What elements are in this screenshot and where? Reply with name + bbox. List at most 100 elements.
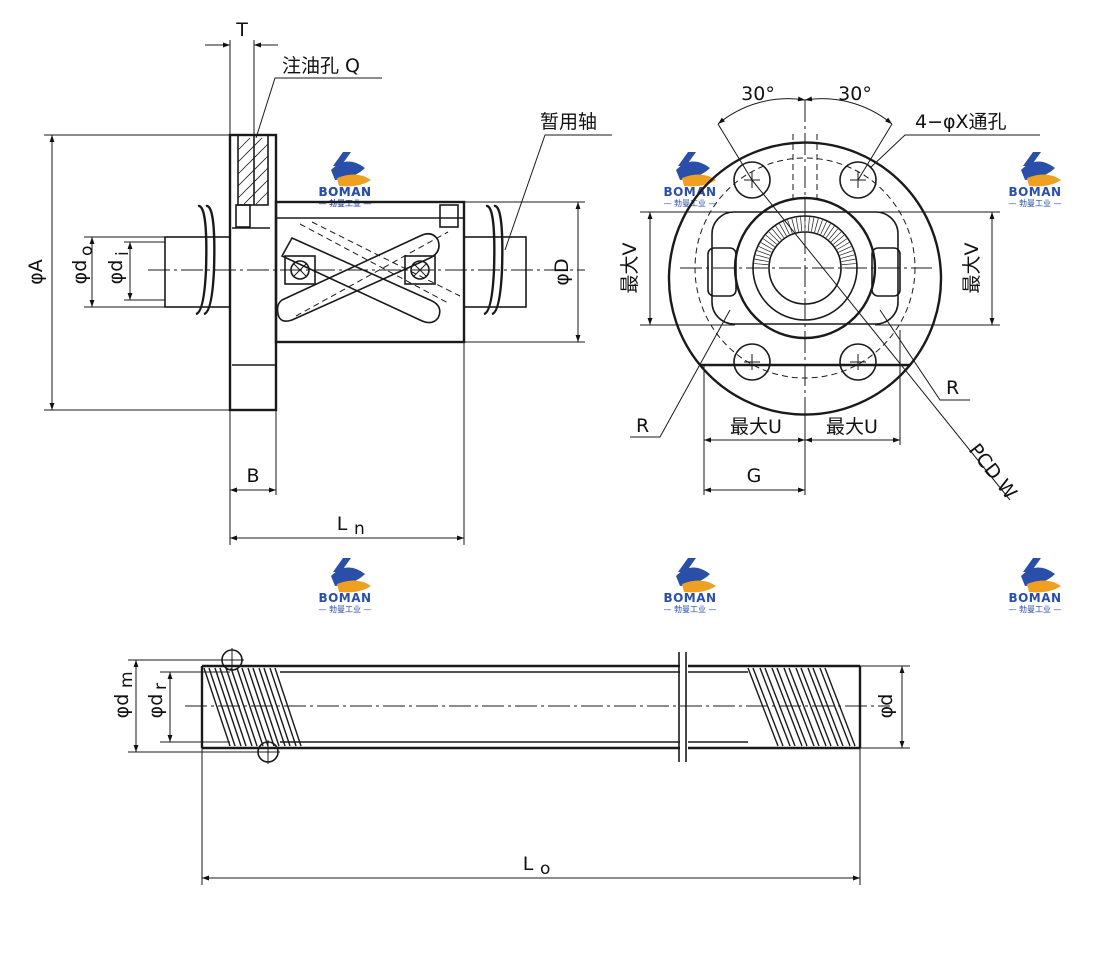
thread-line <box>841 258 856 262</box>
label-Ln-sub: n <box>354 519 365 539</box>
thread-line <box>225 667 253 747</box>
thread-line <box>755 254 770 259</box>
thread-line <box>830 231 842 243</box>
thread-line <box>752 667 784 747</box>
thread-line <box>771 667 803 747</box>
thread-line <box>840 254 855 259</box>
label-phi-dm: φd <box>111 694 133 719</box>
thread-line <box>269 667 297 747</box>
watermark-logo-6 <box>1008 558 1062 614</box>
thread-line <box>241 667 269 747</box>
watermark-brand: BOMAN <box>318 185 371 199</box>
thread-line <box>841 263 856 266</box>
thread-line <box>758 246 772 253</box>
thread-line <box>807 217 810 232</box>
thread-line <box>771 228 782 240</box>
thread-line <box>783 667 815 747</box>
label-T: T <box>235 19 248 41</box>
label-holes: 4−φX通孔 <box>915 111 1007 133</box>
thread-line <box>208 667 236 747</box>
screw-dimensions: φd m φd r φd L o <box>111 659 910 885</box>
label-R-right: R <box>946 377 959 399</box>
thread-line <box>838 246 852 253</box>
watermark-logo-5 <box>663 558 717 614</box>
label-phi-di: φd <box>105 260 127 285</box>
thread-line <box>203 667 231 747</box>
label-Lo: L <box>523 853 534 875</box>
thread-line <box>258 667 286 747</box>
watermark-logo-4 <box>318 558 372 614</box>
label-phi-do: φd <box>69 260 91 285</box>
thread-line <box>252 667 280 747</box>
thread-line <box>800 217 803 232</box>
thread-line <box>230 667 258 747</box>
thread-line <box>835 238 847 248</box>
thread-line <box>759 667 791 747</box>
thread-line <box>825 226 835 238</box>
watermark-logo-1: BOMAN— 勃曼工业 — <box>318 152 372 208</box>
side-view-dimensions: T 注油孔 Q 暂用轴 φA φd o φd i φD <box>25 19 612 545</box>
label-maxV-right: 最大V <box>961 242 983 293</box>
thread-line <box>754 258 769 262</box>
thread-line <box>760 242 774 250</box>
thread-line <box>823 223 831 237</box>
thread-line <box>812 667 844 747</box>
thread-line <box>791 218 796 233</box>
thread-line <box>828 228 839 240</box>
thread-line <box>236 667 264 747</box>
thread-line <box>219 667 247 747</box>
label-phi-dr-sub: r <box>151 683 171 690</box>
label-angle-left: 30° <box>741 83 775 105</box>
thread-line <box>811 217 815 232</box>
thread-line <box>747 667 779 747</box>
thread-line <box>764 667 796 747</box>
thread-line <box>800 667 832 747</box>
label-phiA: φA <box>25 259 47 285</box>
thread-line <box>776 667 808 747</box>
label-phi-di-sub: i <box>113 251 133 256</box>
label-phi-do-sub: o <box>77 246 97 256</box>
thread-line <box>836 242 850 250</box>
thread-line <box>788 667 820 747</box>
thread-line <box>763 238 775 248</box>
thread-line <box>807 667 839 747</box>
label-phi-dr: φd <box>145 694 167 719</box>
thread-line <box>839 250 854 256</box>
nut-side-view <box>148 133 585 412</box>
thread-line <box>754 263 769 266</box>
thread-line <box>263 667 291 747</box>
screw-shaft <box>185 648 890 764</box>
label-temp-shaft: 暂用轴 <box>540 111 597 133</box>
thread-line <box>756 250 771 256</box>
watermark-logo-2 <box>663 152 717 208</box>
label-phi-d: φd <box>875 694 897 719</box>
label-phiD: φD <box>551 258 573 285</box>
label-maxU-right: 最大U <box>826 416 878 438</box>
label-R-left: R <box>636 415 649 437</box>
label-angle-right: 30° <box>838 83 872 105</box>
thread-line <box>768 231 780 243</box>
label-Ln: L <box>337 513 348 535</box>
label-maxV-left: 最大V <box>619 242 641 293</box>
thread-line <box>795 217 799 232</box>
thread-line <box>824 667 856 747</box>
thread-line <box>765 234 777 245</box>
thread-line <box>817 219 823 234</box>
thread-line <box>814 218 819 233</box>
label-PCD: PCD W <box>964 440 1021 504</box>
thread-line <box>783 221 790 235</box>
thread-line <box>775 226 785 238</box>
thread-line <box>214 667 242 747</box>
nut-front-view <box>667 100 1011 501</box>
label-Lo-sub: o <box>540 859 550 879</box>
label-B: B <box>246 465 259 487</box>
thread-line <box>795 667 827 747</box>
thread-line <box>274 667 302 747</box>
thread-line <box>833 234 845 245</box>
watermark-logo-3 <box>1008 152 1062 208</box>
thread-line <box>779 223 787 237</box>
thread-line <box>247 667 275 747</box>
label-phi-dm-sub: m <box>117 671 137 688</box>
thread-line <box>819 667 851 747</box>
